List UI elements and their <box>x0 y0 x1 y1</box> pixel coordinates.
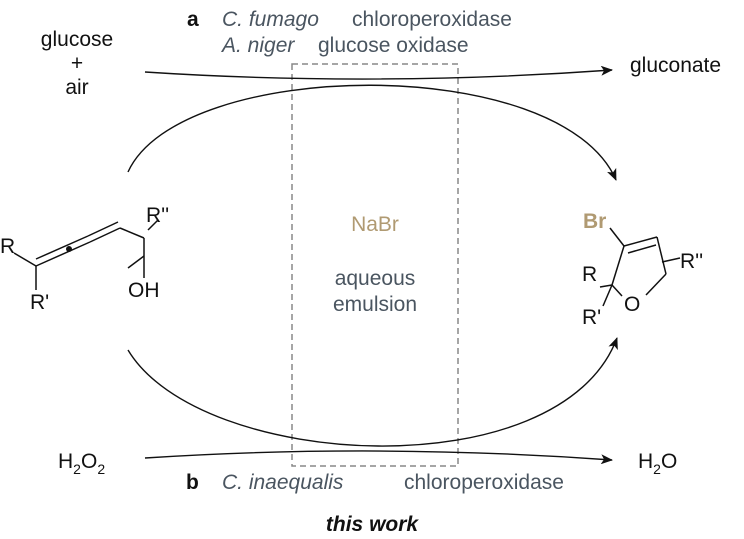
product-r-prime: R' <box>582 306 601 329</box>
bottom-cofactor-arrow <box>144 450 613 465</box>
top-cofactor-arrow <box>144 65 613 80</box>
label-b: b <box>186 471 199 494</box>
caption-this-work: this work <box>326 513 420 536</box>
allene-center-dot <box>66 246 72 252</box>
salt-nabr: NaBr <box>351 213 399 236</box>
substrate-oh: OH <box>128 279 160 302</box>
medium-emulsion: emulsion <box>333 293 417 316</box>
label-a: a <box>187 8 199 31</box>
substrate-r: R <box>0 235 15 258</box>
substrate-r-double-prime: R'' <box>146 204 169 227</box>
reactant-plus: + <box>71 52 83 75</box>
dashed-reaction-box <box>291 63 459 467</box>
product-r-double-prime: R'' <box>680 250 703 273</box>
product-o: O <box>624 293 640 316</box>
product-h2o: H2O <box>638 450 677 477</box>
reactant-h2o2: H2O2 <box>58 450 105 477</box>
enzyme-1-species: C. fumago <box>222 8 319 31</box>
reactant-glucose: glucose <box>41 28 113 51</box>
upper-reaction-arc <box>127 84 617 181</box>
enzyme-2-species: A. niger <box>220 34 295 57</box>
enzyme-3-species: C. inaequalis <box>222 471 344 494</box>
bromofuran-product-structure <box>599 227 681 307</box>
substrate-r-prime: R' <box>30 291 49 314</box>
enzyme-1-name: chloroperoxidase <box>352 8 512 31</box>
product-r: R <box>582 263 597 286</box>
product-br: Br <box>583 210 606 233</box>
enzyme-2-name: glucose oxidase <box>318 34 469 57</box>
product-gluconate: gluconate <box>630 54 721 77</box>
medium-aqueous: aqueous <box>335 267 416 290</box>
lower-reaction-arc <box>127 337 618 447</box>
enzyme-3-name: chloroperoxidase <box>404 471 564 494</box>
reactant-air: air <box>65 76 88 99</box>
allenol-substrate-structure <box>13 219 159 290</box>
